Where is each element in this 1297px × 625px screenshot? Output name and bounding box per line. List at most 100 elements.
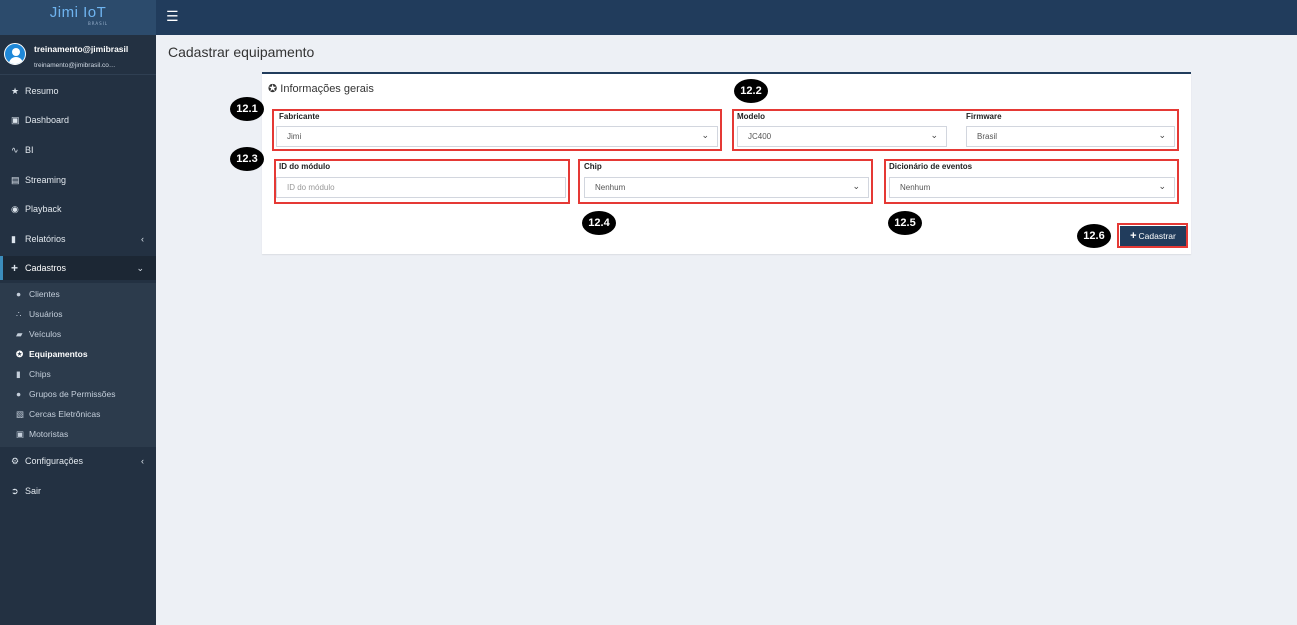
user-group-icon: ●: [16, 389, 22, 399]
highlight-fabricante: [272, 109, 722, 151]
file-icon: ▮: [11, 233, 16, 244]
plus-icon: +: [1130, 230, 1137, 242]
users-icon: ★: [11, 85, 20, 96]
submenu-item-label: Cercas Eletrônicas: [29, 409, 101, 419]
submenu-item-usuarios[interactable]: ∴ Usuários: [0, 304, 156, 324]
user-name: treinamento@jimibrasil: [34, 44, 129, 54]
monitor-icon: ▣: [11, 114, 20, 125]
chevron-down-icon: ⌄: [930, 130, 938, 140]
chevron-down-icon: ⌄: [701, 130, 709, 140]
puzzle-icon: ✪: [268, 83, 281, 95]
brand-sub: BRASIL: [87, 21, 109, 26]
chip-value: Nenhum: [595, 183, 626, 192]
id-modulo-input[interactable]: ID do módulo: [276, 177, 566, 198]
film-icon: ▤: [11, 174, 20, 185]
chip-label: Chip: [584, 162, 602, 171]
firmware-label: Firmware: [966, 112, 1002, 121]
fabricante-value: Jimi: [287, 132, 302, 141]
submenu-item-clientes[interactable]: ● Clientes: [0, 284, 156, 304]
brand-logo[interactable]: Jimi IoT BRASIL: [0, 0, 156, 35]
step-marker-12-4: 12.4: [582, 211, 616, 235]
sidebar-item-playback[interactable]: ◉ Playback: [0, 197, 156, 221]
play-circle-icon: ◉: [11, 203, 19, 214]
chevron-down-icon: ⌄: [1158, 181, 1166, 191]
submenu-item-label: Clientes: [29, 289, 60, 299]
sidebar-item-streaming[interactable]: ▤ Streaming: [0, 168, 156, 192]
general-info-card: ✪ Informações gerais: [262, 72, 1191, 254]
sidebar-item-configuracoes[interactable]: ⚙ Configurações ‹: [0, 449, 156, 473]
highlight-id-modulo: [274, 159, 570, 204]
car-icon: ▰: [16, 328, 23, 339]
sidebar: treinamento@jimibrasil treinamento@jimib…: [0, 35, 156, 625]
menu-toggle-icon[interactable]: ☰: [166, 9, 179, 25]
sidebar-item-label: Playback: [25, 204, 62, 214]
submenu-item-label: Motoristas: [29, 429, 69, 439]
sidebar-item-label: Streaming: [25, 175, 67, 185]
submenu-item-label: Grupos de Permissões: [29, 389, 116, 399]
highlight-chip: [578, 159, 873, 204]
firmware-select[interactable]: Brasil ⌄: [966, 126, 1175, 147]
dicionario-value: Nenhum: [900, 183, 931, 192]
highlight-cadastrar: [1117, 223, 1188, 248]
step-marker-12-1: 12.1: [230, 97, 264, 121]
sidebar-item-cadastros[interactable]: + Cadastros ⌄: [0, 256, 156, 280]
gear-icon: ⚙: [11, 455, 20, 466]
users-icon: ∴: [16, 308, 22, 319]
card-title-text: Informações gerais: [280, 83, 374, 95]
page-title: Cadastrar equipamento: [168, 44, 315, 60]
sidebar-item-label: Dashboard: [25, 115, 70, 125]
submenu-item-equipamentos[interactable]: ✪ Equipamentos: [0, 344, 156, 364]
sidebar-item-label: Configurações: [25, 456, 84, 466]
chip-select[interactable]: Nenhum ⌄: [584, 177, 869, 198]
card-title: ✪ Informações gerais: [268, 82, 374, 95]
sidebar-item-label: Sair: [25, 486, 42, 496]
step-marker-12-5: 12.5: [888, 211, 922, 235]
chevron-left-icon: ‹: [141, 456, 144, 466]
fabricante-select[interactable]: Jimi ⌄: [276, 126, 718, 147]
sidebar-item-sair[interactable]: ➲ Sair: [0, 479, 156, 503]
sidebar-item-label: Cadastros: [25, 263, 67, 273]
sidebar-item-bi[interactable]: ∿ BI: [0, 138, 156, 162]
submenu-item-chips[interactable]: ▮ Chips: [0, 364, 156, 384]
id-card-icon: ▣: [16, 428, 25, 439]
submenu-item-veiculos[interactable]: ▰ Veículos: [0, 324, 156, 344]
user-icon: ●: [16, 289, 22, 299]
dicionario-label: Dicionário de eventos: [889, 162, 973, 171]
sidebar-item-resumo[interactable]: ★ Resumo: [0, 79, 156, 103]
cadastrar-button[interactable]: + Cadastrar: [1120, 226, 1186, 246]
modelo-value: JC400: [748, 132, 772, 141]
puzzle-icon: ✪: [16, 348, 24, 359]
id-modulo-label: ID do módulo: [279, 162, 331, 171]
sidebar-item-label: Resumo: [25, 86, 59, 96]
submenu-item-label: Usuários: [29, 309, 63, 319]
submenu-item-grupos[interactable]: ● Grupos de Permissões: [0, 384, 156, 404]
dicionario-select[interactable]: Nenhum ⌄: [889, 177, 1175, 198]
step-marker-12-6: 12.6: [1077, 224, 1111, 248]
highlight-modelo-firmware: [732, 109, 1179, 151]
chevron-left-icon: ‹: [141, 234, 144, 244]
user-email: treinamento@jimibrasil.co…: [34, 62, 116, 69]
chevron-down-icon: ⌄: [1158, 130, 1166, 140]
submenu-item-label: Veículos: [29, 329, 62, 339]
step-marker-12-3: 12.3: [230, 147, 264, 171]
sidebar-item-relatorios[interactable]: ▮ Relatórios ‹: [0, 227, 156, 251]
avatar: [4, 43, 26, 65]
modelo-select[interactable]: JC400 ⌄: [737, 126, 947, 147]
sidebar-item-dashboard[interactable]: ▣ Dashboard: [0, 108, 156, 132]
chevron-down-icon: ⌄: [852, 181, 860, 191]
id-modulo-placeholder: ID do módulo: [287, 183, 335, 192]
submenu-item-label: Equipamentos: [29, 349, 88, 359]
chevron-down-icon: ⌄: [136, 262, 144, 273]
submenu-item-motoristas[interactable]: ▣ Motoristas: [0, 424, 156, 444]
fence-icon: ▧: [16, 408, 25, 419]
sign-out-icon: ➲: [11, 485, 19, 496]
sidebar-item-label: BI: [25, 145, 34, 155]
file-icon: ▮: [16, 368, 21, 379]
sidebar-item-label: Relatórios: [25, 234, 66, 244]
chart-line-icon: ∿: [11, 144, 19, 155]
user-panel: treinamento@jimibrasil treinamento@jimib…: [0, 35, 156, 75]
cadastros-submenu: ● Clientes ∴ Usuários ▰ Veículos ✪ Equip…: [0, 283, 156, 447]
submenu-item-cercas[interactable]: ▧ Cercas Eletrônicas: [0, 404, 156, 424]
firmware-value: Brasil: [977, 132, 998, 141]
cadastrar-label: Cadastrar: [1138, 231, 1176, 241]
